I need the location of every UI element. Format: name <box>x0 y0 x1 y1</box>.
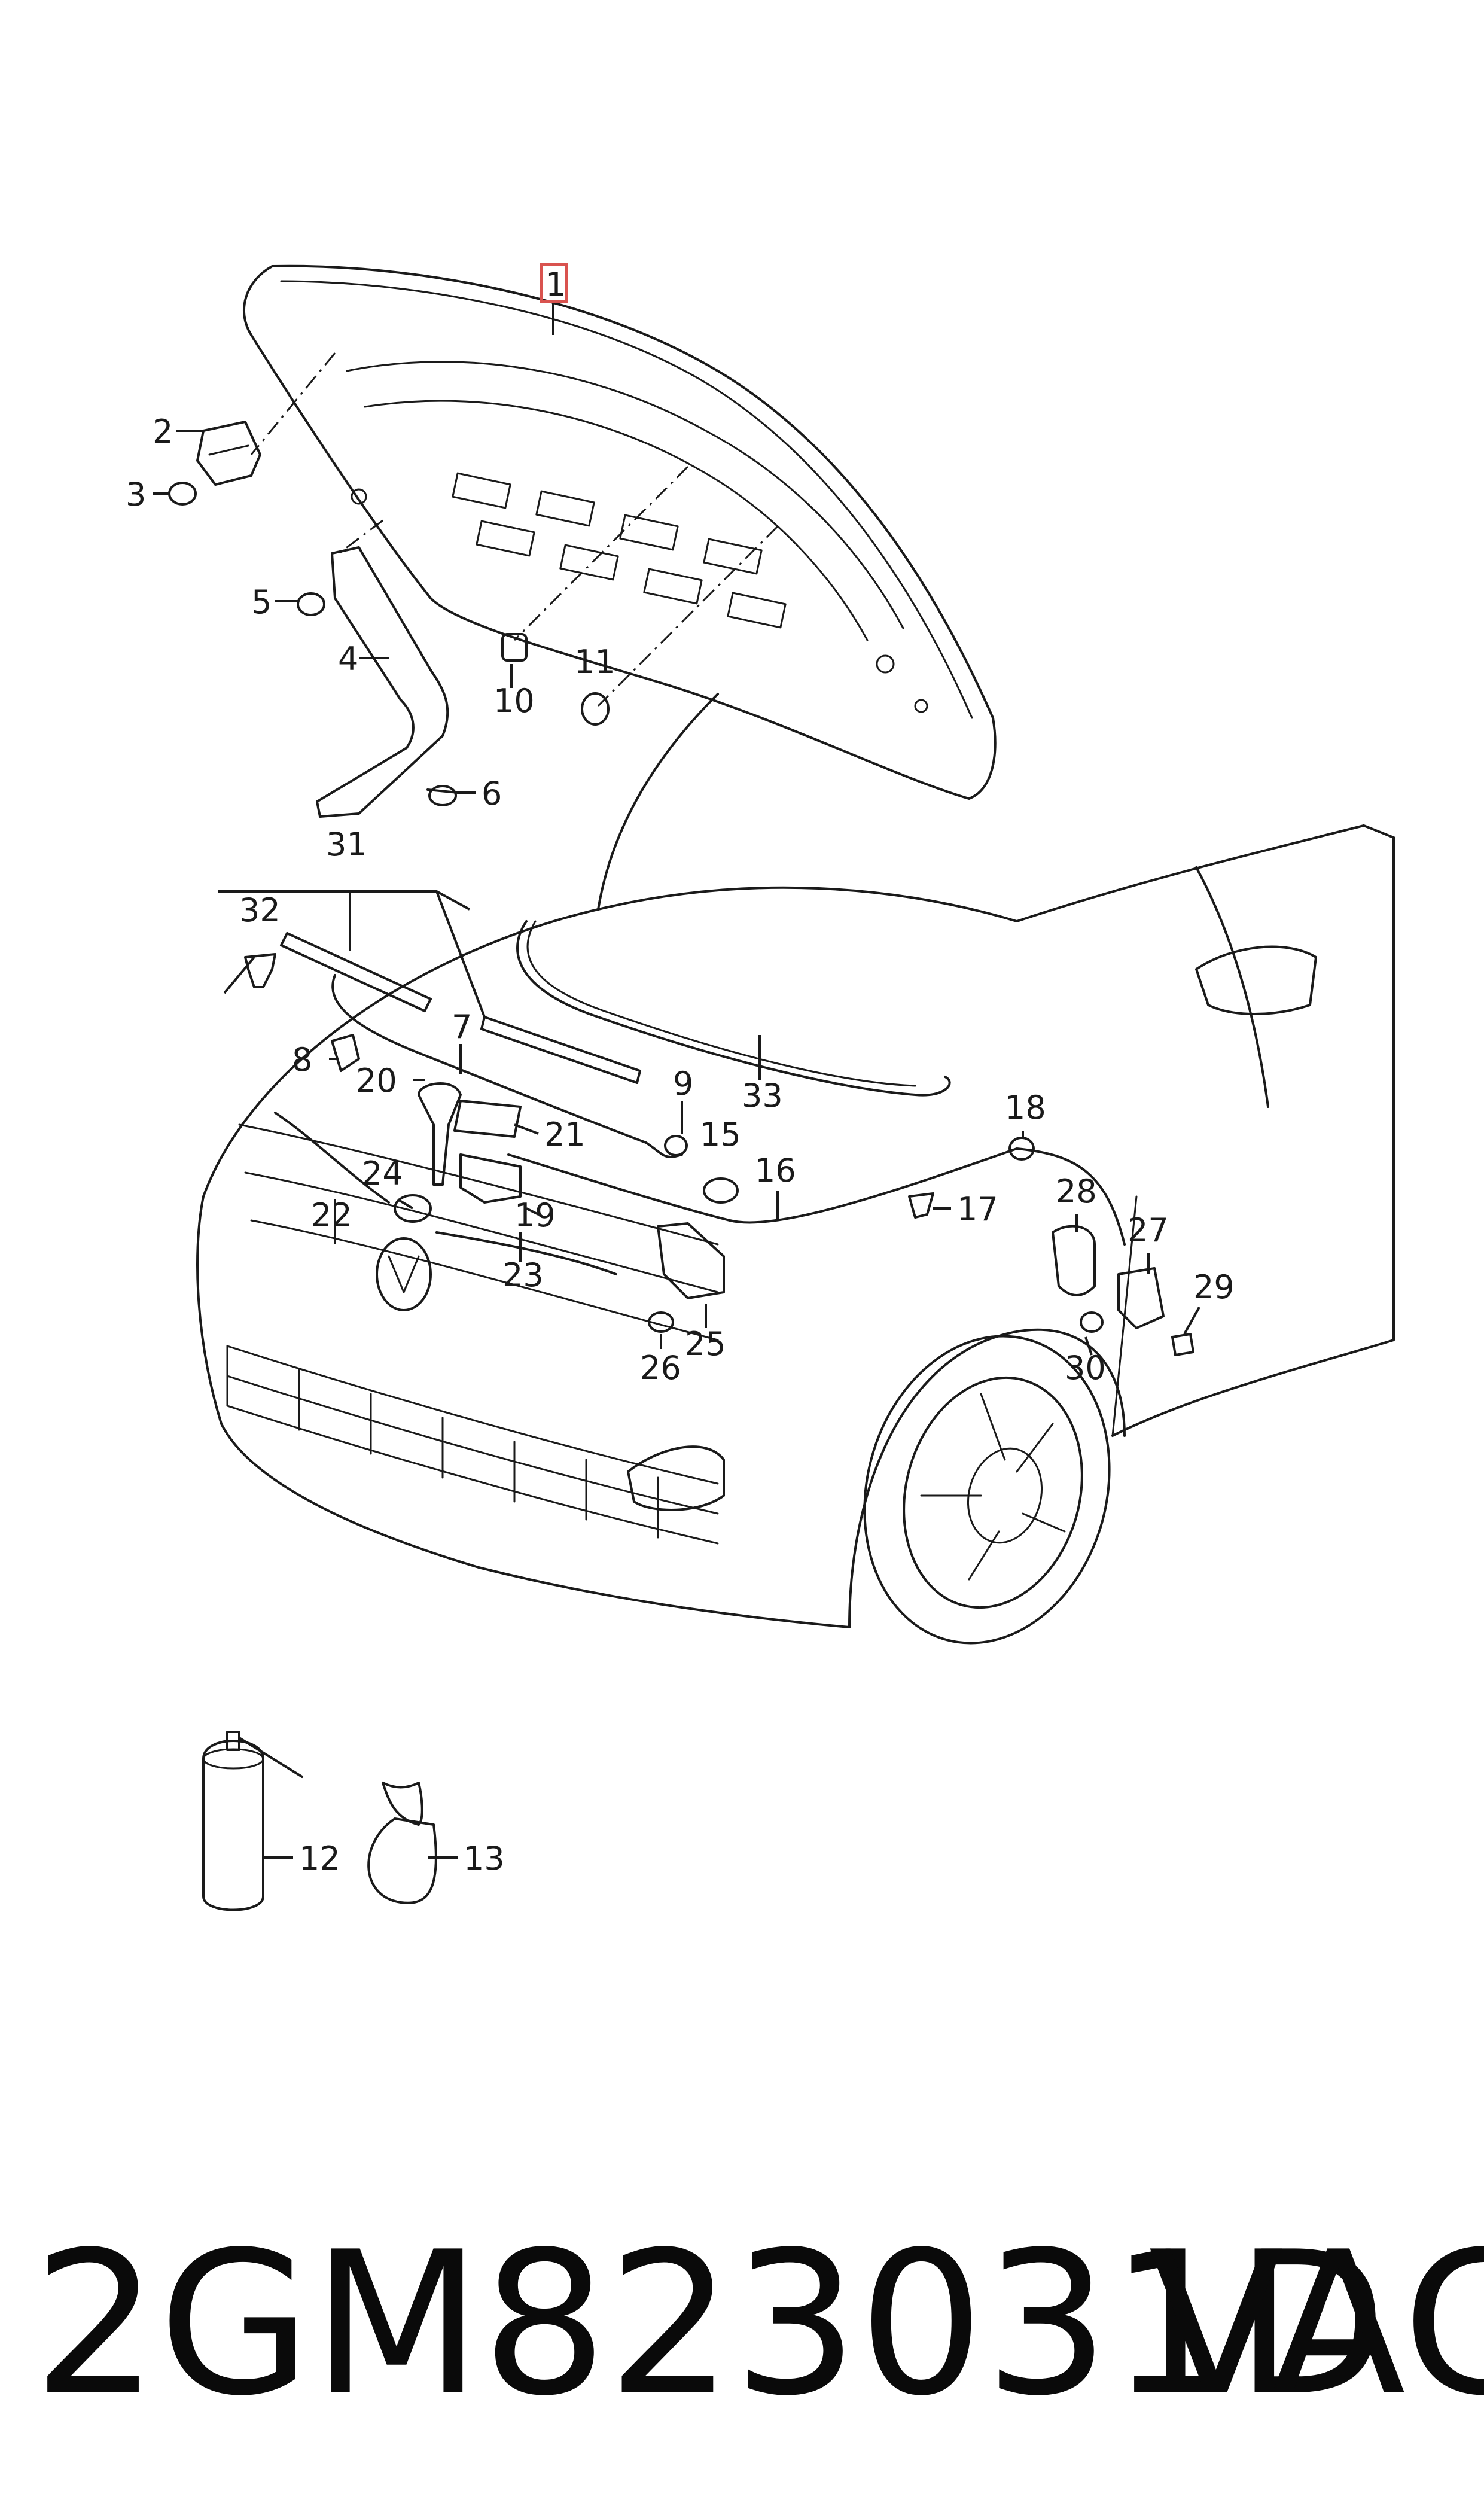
clip-24 <box>394 1194 432 1223</box>
callout-26[interactable]: 26 <box>640 1349 681 1387</box>
release-cable-7 <box>331 974 683 1158</box>
callout-11[interactable]: 11 <box>574 643 615 681</box>
bolt-30 <box>1080 1311 1104 1333</box>
callout-1[interactable]: 1 <box>546 266 566 303</box>
seal-33 <box>516 920 951 1097</box>
grommet-18 <box>1008 1137 1035 1161</box>
callout-20[interactable]: 20 <box>356 1062 397 1100</box>
callout-5[interactable]: 5 <box>251 583 272 621</box>
callout-17[interactable]: 17 <box>957 1191 998 1228</box>
leader-lines <box>153 302 1200 1859</box>
callout-7[interactable]: 7 <box>452 1008 472 1046</box>
callout-29[interactable]: 29 <box>1193 1268 1235 1306</box>
buffer-10 <box>501 633 528 662</box>
lock-19 <box>459 1153 522 1204</box>
assembly-line-10 <box>513 465 689 641</box>
callout-32[interactable]: 32 <box>239 891 281 929</box>
callout-13[interactable]: 13 <box>464 1840 505 1877</box>
nut-5 <box>297 592 325 616</box>
callout-10[interactable]: 10 <box>493 682 535 720</box>
car-body <box>196 693 1395 1645</box>
hood-hinge-4 <box>316 546 449 818</box>
bracket-27 <box>1117 1267 1165 1329</box>
spray-can-12 <box>202 1731 303 1911</box>
bolt-6 <box>426 785 459 806</box>
clip-17 <box>908 1192 934 1219</box>
callout-16[interactable]: 16 <box>755 1152 796 1189</box>
callout-21[interactable]: 21 <box>544 1116 586 1153</box>
callout-8[interactable]: 8 <box>292 1041 312 1079</box>
brand-label: VAG <box>1148 2209 1484 2439</box>
hood-lock-25 <box>657 1222 725 1299</box>
bracket-21 <box>453 1100 522 1138</box>
callout-15[interactable]: 15 <box>700 1116 741 1153</box>
callout-25[interactable]: 25 <box>685 1325 726 1363</box>
callout-27[interactable]: 27 <box>1128 1211 1169 1249</box>
seal-strip-31a <box>280 932 432 1012</box>
callout-33[interactable]: 33 <box>742 1077 783 1115</box>
cover-28 <box>1052 1225 1096 1296</box>
assembly-line-2 <box>250 352 336 455</box>
callout-24[interactable]: 24 <box>362 1155 403 1192</box>
callout-19[interactable]: 19 <box>514 1196 556 1234</box>
highlight-box-1 <box>540 263 568 303</box>
seal-strip-31b <box>480 1016 641 1084</box>
clip-8 <box>331 1034 360 1072</box>
cable-23 <box>435 1231 617 1275</box>
assembly-line-11 <box>597 525 779 707</box>
bolt-26 <box>648 1311 674 1333</box>
callout-30[interactable]: 30 <box>1065 1349 1106 1387</box>
cable-16 <box>507 1147 1126 1246</box>
callout-31[interactable]: 31 <box>326 826 367 863</box>
grommet-9 <box>664 1135 688 1156</box>
part-number: 2GM823031D <box>33 2209 1388 2439</box>
support-rod-20 <box>418 1082 462 1186</box>
clip-29 <box>1171 1333 1194 1356</box>
assembly-line-4 <box>334 519 383 558</box>
hood-buffer-2 <box>196 421 261 486</box>
grommet-15 <box>703 1177 739 1204</box>
callout-3[interactable]: 3 <box>126 476 146 513</box>
callout-28[interactable]: 28 <box>1056 1173 1097 1210</box>
clip-3 <box>168 482 197 506</box>
clip-32 <box>244 953 276 988</box>
buffer-11 <box>581 692 610 726</box>
callout-2[interactable]: 2 <box>153 413 173 450</box>
hood-panel <box>242 264 997 800</box>
callout-12[interactable]: 12 <box>299 1840 340 1877</box>
grease-bag-13 <box>367 1782 437 1904</box>
callout-18[interactable]: 18 <box>1005 1089 1046 1126</box>
callout-4[interactable]: 4 <box>338 640 358 678</box>
callout-23[interactable]: 23 <box>502 1256 544 1294</box>
cable-22 <box>274 1112 390 1204</box>
callout-22[interactable]: 22 <box>311 1196 352 1234</box>
callout-6[interactable]: 6 <box>482 775 502 812</box>
callout-9[interactable]: 9 <box>673 1065 693 1103</box>
